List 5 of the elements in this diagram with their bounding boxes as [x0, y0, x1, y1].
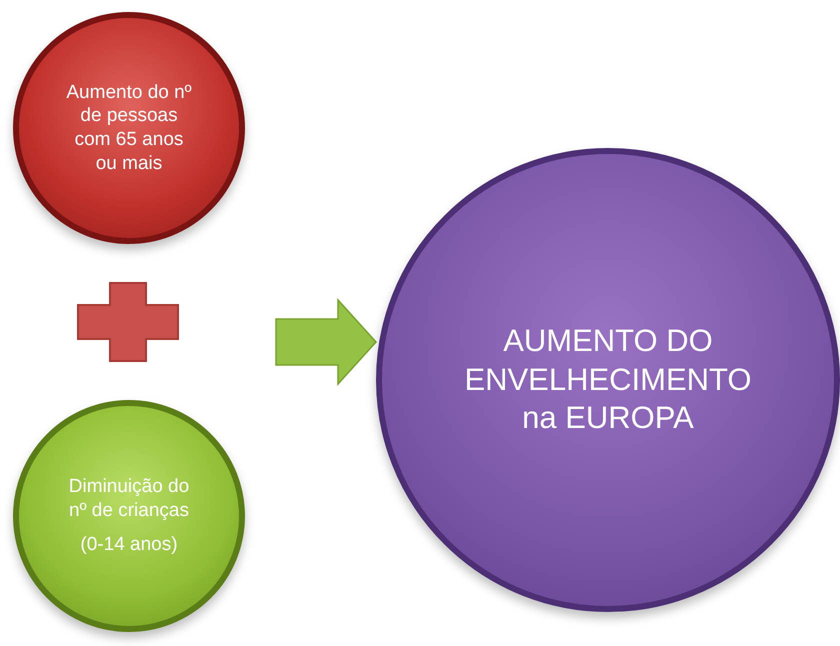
- node-text: AUMENTO DO ENVELHECIMENTO na EUROPA: [463, 322, 753, 438]
- block-arrow: [275, 298, 378, 386]
- node-text: Diminuição do nº de crianças: [68, 475, 190, 523]
- node-text: (0-14 anos): [79, 532, 179, 557]
- node-text: Aumento do nº de pessoas com 65 anos ou mais: [65, 80, 193, 176]
